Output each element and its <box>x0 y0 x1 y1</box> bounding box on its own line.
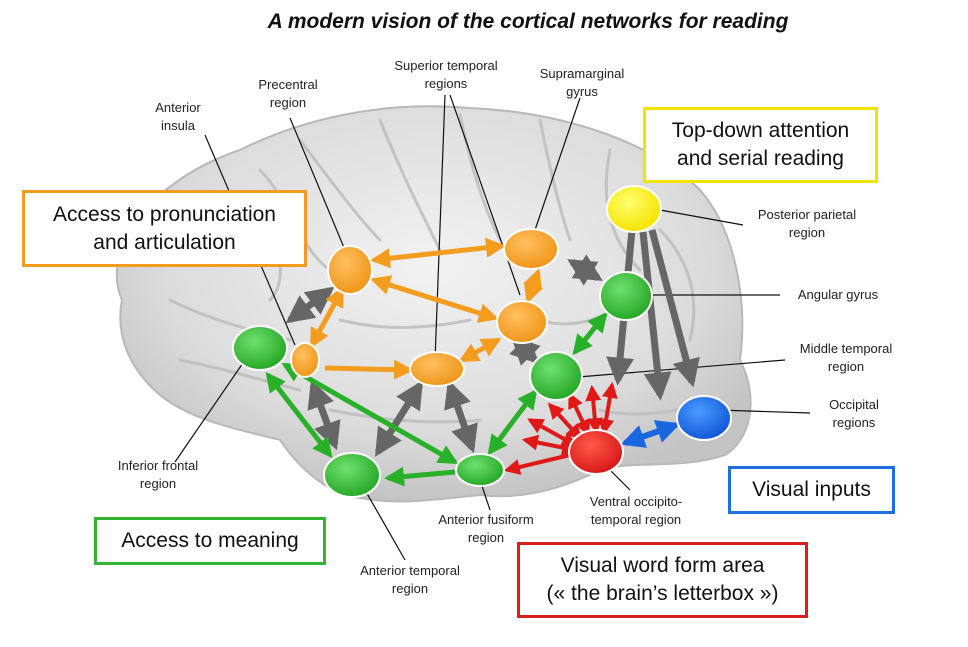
vwfa-box-line2: (« the brain’s letterbox ») <box>546 582 779 605</box>
precentral-node <box>327 245 373 295</box>
label-supramarginal: Supramarginal gyrus <box>526 65 638 101</box>
label-occipital-line1: Occipital <box>829 397 879 412</box>
superior-temporal-node-lower <box>409 351 465 387</box>
vwfa-node <box>568 429 624 475</box>
vwfa-arrows <box>503 381 618 475</box>
label-occipital: Occipital regions <box>810 396 898 432</box>
posterior-parietal-node <box>606 185 662 233</box>
label-anterior-fusiform-line1: Anterior fusiform <box>438 512 534 527</box>
label-anterior-temporal-line2: region <box>391 581 429 596</box>
label-middle-temporal: Middle temporal region <box>784 340 908 376</box>
label-anterior-insula-line1: Anterior <box>155 100 201 115</box>
label-occipital-line2: regions <box>832 415 876 430</box>
label-anterior-temporal-line1: Anterior temporal <box>360 563 460 578</box>
label-middle-temporal-line1: Middle temporal <box>799 341 893 356</box>
visual-inputs-box-line1: Visual inputs <box>752 478 871 501</box>
occipital-node <box>676 395 732 441</box>
label-anterior-fusiform: Anterior fusiform region <box>418 511 554 547</box>
label-inferior-frontal: Inferior frontal region <box>101 457 215 493</box>
label-supramarginal-line2: gyrus <box>566 84 598 99</box>
anterior-insula-node <box>290 342 320 378</box>
angular-gyrus-node <box>599 271 653 321</box>
vwfa-box-line1: Visual word form area <box>560 554 765 577</box>
meaning-arrows <box>265 311 608 487</box>
label-precentral: Precentral region <box>243 76 333 112</box>
label-superior-temporal: Superior temporal regions <box>378 57 514 93</box>
label-middle-temporal-line2: region <box>827 359 865 374</box>
label-inferior-frontal-line2: region <box>139 476 177 491</box>
pronunciation-box-line1: Access to pronunciation <box>53 202 276 226</box>
label-posterior-parietal-line2: region <box>788 225 826 240</box>
label-superior-temporal-line1: Superior temporal <box>394 58 498 73</box>
label-posterior-parietal-line1: Posterior parietal <box>757 207 857 222</box>
inferior-frontal-node <box>232 325 288 371</box>
label-inferior-frontal-line1: Inferior frontal <box>117 458 199 473</box>
label-angular: Angular gyrus <box>783 286 893 304</box>
attention-box: Top-down attention and serial reading <box>643 107 878 183</box>
label-anterior-fusiform-line2: region <box>467 530 505 545</box>
label-precentral-line2: region <box>269 95 307 110</box>
label-ventral-occipito: Ventral occipito- temporal region <box>566 493 706 529</box>
attention-box-line2: and serial reading <box>677 147 844 170</box>
diagram-title: A modern vision of the cortical networks… <box>267 10 789 33</box>
label-precentral-line1: Precentral <box>258 77 318 92</box>
visual-input-arrow <box>620 420 681 448</box>
pronunciation-box-line2: and articulation <box>93 230 236 254</box>
label-ventral-occipito-line2: temporal region <box>590 512 682 527</box>
label-posterior-parietal: Posterior parietal region <box>741 206 873 242</box>
label-angular-line1: Angular gyrus <box>797 287 879 302</box>
middle-temporal-node <box>529 351 583 401</box>
anterior-fusiform-node <box>455 453 505 487</box>
label-ventral-occipito-line1: Ventral occipito- <box>589 494 683 509</box>
label-anterior-insula: Anterior insula <box>140 99 216 135</box>
visual-inputs-box: Visual inputs <box>728 466 895 514</box>
attention-box-line1: Top-down attention <box>671 119 850 142</box>
anterior-temporal-node <box>323 452 381 498</box>
label-supramarginal-line1: Supramarginal <box>539 66 625 81</box>
meaning-box: Access to meaning <box>94 517 326 565</box>
pronunciation-box: Access to pronunciation and articulation <box>22 190 307 267</box>
label-superior-temporal-line2: regions <box>424 76 468 91</box>
supramarginal-node <box>503 228 559 270</box>
meaning-box-line1: Access to meaning <box>121 529 299 552</box>
label-anterior-temporal: Anterior temporal region <box>342 562 478 598</box>
label-anterior-insula-line2: insula <box>161 118 195 133</box>
vwfa-box: Visual word form area (« the brain’s let… <box>517 542 808 618</box>
superior-temporal-node-upper <box>496 300 548 344</box>
